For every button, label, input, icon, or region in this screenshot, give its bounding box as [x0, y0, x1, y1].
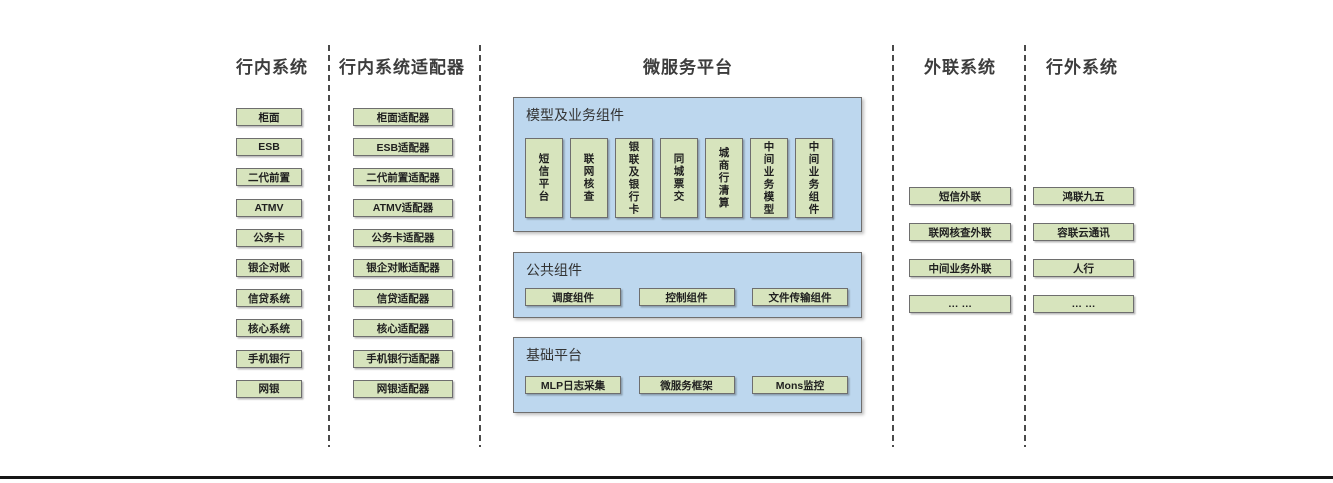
system-box: 容联云通讯: [1033, 223, 1134, 241]
column-title-internal-systems: 行内系统: [236, 58, 308, 77]
panel-model-business-components: 模型及业务组件 短信平台联网核查银联及银行卡同城票交城商行清算中间业务模型中间业…: [513, 97, 862, 232]
adapter-box: 银企对账适配器: [353, 258, 453, 277]
component-box: 调度组件: [525, 288, 621, 306]
component-box: 文件传输组件: [752, 288, 848, 306]
adapter-box: 核心适配器: [353, 319, 453, 338]
component-box: MLP日志采集: [525, 376, 621, 394]
system-box: 手机银行: [236, 349, 302, 368]
column-divider: [892, 45, 894, 447]
system-box: 信贷系统: [236, 289, 302, 308]
system-box: 联网核查外联: [909, 223, 1011, 241]
panel-label: 公共组件: [526, 262, 582, 278]
system-box: ESB: [236, 138, 302, 157]
column-title-microservice-platform: 微服务平台: [643, 58, 733, 77]
column-divider: [328, 45, 330, 447]
internal-systems-list: 柜面 ESB 二代前置 ATMV 公务卡银企对账信贷系统核心系统手机银行网银: [236, 108, 302, 398]
bottom-rule: [0, 476, 1333, 479]
column-divider: [479, 45, 481, 447]
system-box: 短信外联: [909, 187, 1011, 205]
component-box: 同城票交: [660, 138, 698, 218]
system-box: 柜面: [236, 108, 302, 126]
panel-label: 模型及业务组件: [526, 107, 624, 123]
system-box: 人行: [1033, 259, 1134, 277]
system-box: 银企对账: [236, 258, 302, 277]
component-box: Mons监控: [752, 376, 848, 394]
panel-label: 基础平台: [526, 347, 582, 363]
common-components-list: 调度组件控制组件文件传输组件: [525, 288, 848, 306]
adapter-box: 柜面适配器: [353, 108, 453, 126]
adapter-box: 公务卡适配器: [353, 228, 453, 247]
component-box: 控制组件: [638, 288, 735, 306]
component-box: 短信平台: [525, 138, 563, 218]
system-box: 网银: [236, 379, 302, 398]
model-business-components-list: 短信平台联网核查银联及银行卡同城票交城商行清算中间业务模型中间业务组件: [525, 138, 833, 218]
adapter-box: 二代前置适配器: [353, 168, 453, 187]
adapter-box: ESB适配器: [353, 138, 453, 157]
component-box: 中间业务模型: [750, 138, 788, 218]
system-box: … …: [909, 295, 1011, 313]
column-title-outside-bank-systems: 行外系统: [1046, 58, 1118, 77]
system-box: 中间业务外联: [909, 259, 1011, 277]
panel-base-platform: 基础平台 MLP日志采集微服务框架 Mons监控: [513, 337, 862, 413]
system-box: 二代前置: [236, 168, 302, 187]
component-box: 中间业务组件: [795, 138, 833, 218]
base-platform-list: MLP日志采集微服务框架 Mons监控: [525, 376, 848, 394]
panel-common-components: 公共组件 调度组件控制组件文件传输组件: [513, 252, 862, 318]
component-box: 微服务框架: [638, 376, 735, 394]
adapter-box: 信贷适配器: [353, 289, 453, 308]
column-title-internal-adapters: 行内系统适配器: [339, 58, 465, 77]
component-box: 城商行清算: [705, 138, 743, 218]
internal-adapters-list: 柜面适配器 ESB适配器二代前置适配器 ATMV适配器公务卡适配器银企对账适配器信贷…: [353, 108, 453, 398]
system-box: 公务卡: [236, 228, 302, 247]
external-link-systems-list: 短信外联联网核查外联中间业务外联 … …: [909, 187, 1011, 313]
column-title-external-link-systems: 外联系统: [924, 58, 996, 77]
component-box: 银联及银行卡: [615, 138, 653, 218]
system-box: … …: [1033, 295, 1134, 313]
system-box: 核心系统: [236, 319, 302, 338]
adapter-box: 手机银行适配器: [353, 349, 453, 368]
adapter-box: 网银适配器: [353, 379, 453, 398]
outside-bank-systems-list: 鸿联九五容联云通讯人行 … …: [1033, 187, 1134, 313]
system-box: ATMV: [236, 198, 302, 217]
component-box: 联网核查: [570, 138, 608, 218]
column-divider: [1024, 45, 1026, 447]
adapter-box: ATMV适配器: [353, 198, 453, 217]
system-box: 鸿联九五: [1033, 187, 1134, 205]
